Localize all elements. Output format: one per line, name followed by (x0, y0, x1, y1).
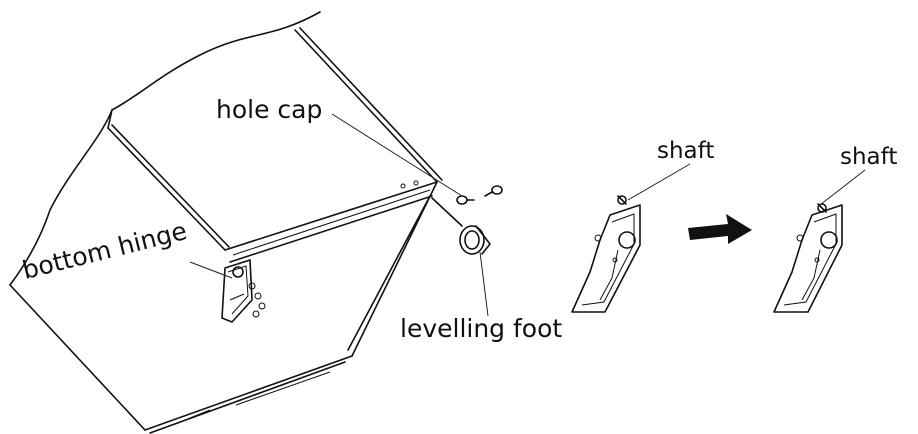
hinge-after (773, 203, 843, 313)
hole-cap-parts (456, 185, 503, 205)
hole-cap-label: hole cap (216, 95, 323, 124)
hinge-before (571, 195, 641, 313)
appliance-cabinet (9, 11, 443, 434)
leader-lines (189, 113, 866, 317)
shaft-label-before: shaft (657, 138, 715, 164)
bottom-hinge-part (221, 259, 266, 323)
levelling-foot-label: levelling foot (400, 314, 563, 343)
right-arrow-icon (688, 214, 752, 244)
shaft-label-after: shaft (840, 144, 898, 170)
levelling-foot-part (431, 197, 491, 255)
